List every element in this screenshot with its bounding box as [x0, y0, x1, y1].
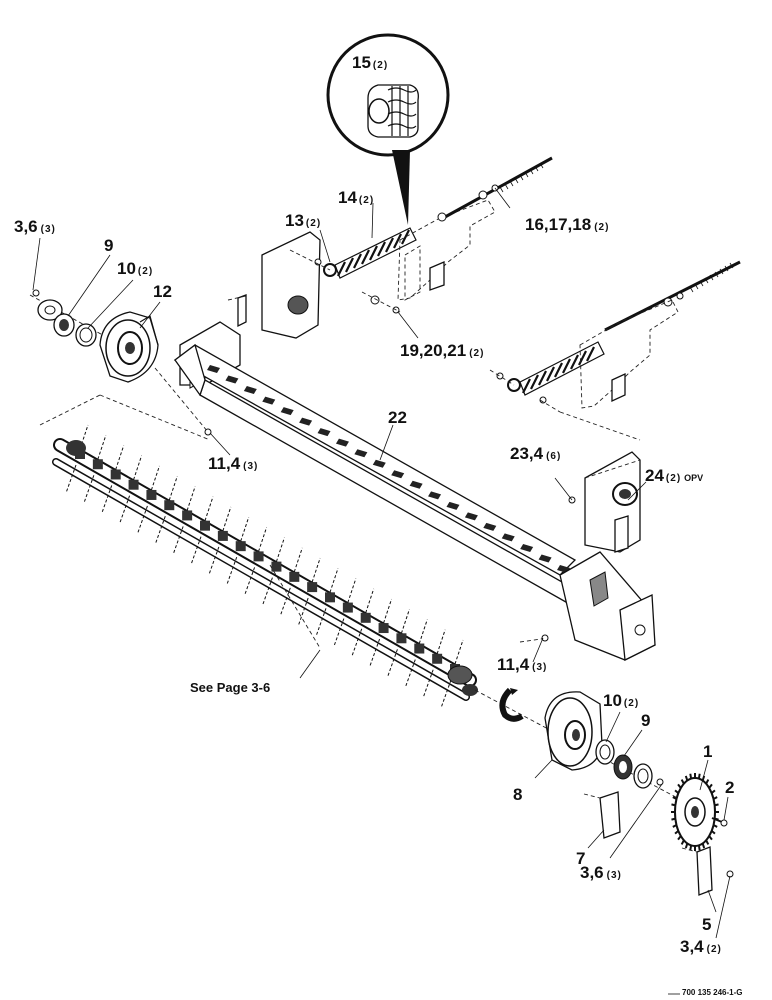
tine-row	[208, 506, 232, 576]
tine-row	[154, 476, 178, 545]
tine-row	[172, 486, 196, 555]
shield-plate-item-5	[681, 846, 713, 896]
tine-row	[244, 527, 268, 596]
callout-24: 24(2)OPV	[645, 466, 703, 485]
callout-16-17-18: 16,17,18(2)	[525, 215, 609, 234]
tine-row	[101, 445, 125, 514]
tine-row	[279, 547, 303, 617]
right-drive-assembly	[474, 634, 734, 896]
callout-15: 15(2)	[352, 53, 388, 72]
tine-row	[119, 455, 143, 524]
c-ring-icon	[499, 687, 524, 722]
sprocket-icon	[671, 773, 719, 851]
callout-12: 12	[153, 282, 172, 301]
see-page-note: See Page 3-6	[190, 680, 270, 695]
tine-row	[351, 588, 375, 657]
callout-5: 5	[702, 915, 711, 934]
spring-icon	[334, 227, 417, 279]
callout-9-top: 9	[104, 236, 113, 255]
callout-11-4-bottom: 11,4(3)	[497, 655, 547, 674]
rotor-frame-item-22	[173, 321, 656, 662]
callout-2: 2	[725, 778, 734, 797]
tine-bar-assembly	[52, 424, 478, 709]
tine-row	[190, 496, 214, 565]
tine-row	[315, 568, 339, 637]
callout-3-6-top: 3,6(3)	[14, 217, 56, 236]
callout-3-6-bottom: 3,6(3)	[580, 863, 622, 882]
bearing-flange-item-8	[544, 691, 603, 771]
callout-14: 14(2)	[338, 188, 374, 207]
rotor-slots	[207, 365, 570, 573]
upper-spring-assembly	[227, 156, 553, 339]
callout-11-4-top: 11,4(3)	[208, 454, 258, 473]
left-bearing-assembly	[29, 289, 212, 441]
shield-plate-item-7	[583, 791, 621, 839]
tine-row	[386, 609, 410, 678]
callout-1: 1	[703, 742, 712, 761]
tine-row	[369, 598, 393, 668]
callout-13: 13(2)	[285, 211, 321, 230]
callout-9-bottom: 9	[641, 711, 650, 730]
lower-spring-assembly	[489, 260, 741, 553]
tine-row	[297, 557, 321, 627]
callout-3-4: 3,4(2)	[680, 937, 722, 956]
callout-22: 22	[388, 408, 407, 427]
tine-row	[404, 619, 428, 688]
spring-plug-icon	[367, 84, 419, 138]
spring-icon	[519, 341, 605, 396]
callout-10-bottom: 10(2)	[603, 691, 639, 710]
callout-7: 7	[576, 849, 585, 868]
tine-row	[333, 578, 357, 647]
tine-row	[226, 516, 250, 586]
bearing-housing-icon	[99, 311, 159, 383]
figure-id: 700 135 246-1-G	[682, 988, 743, 997]
tine-row	[83, 435, 107, 504]
callout-8: 8	[513, 785, 522, 804]
tine-row	[261, 537, 285, 606]
tine-rows	[65, 424, 464, 709]
tine-row	[422, 629, 446, 698]
callout-19-20-21: 19,20,21(2)	[400, 341, 484, 360]
callout-10-top: 10(2)	[117, 259, 153, 278]
detail-circle-item-15	[326, 33, 450, 225]
tine-row	[136, 465, 160, 535]
callout-23-4: 23,4(6)	[510, 444, 561, 463]
leader-lines	[32, 187, 731, 939]
